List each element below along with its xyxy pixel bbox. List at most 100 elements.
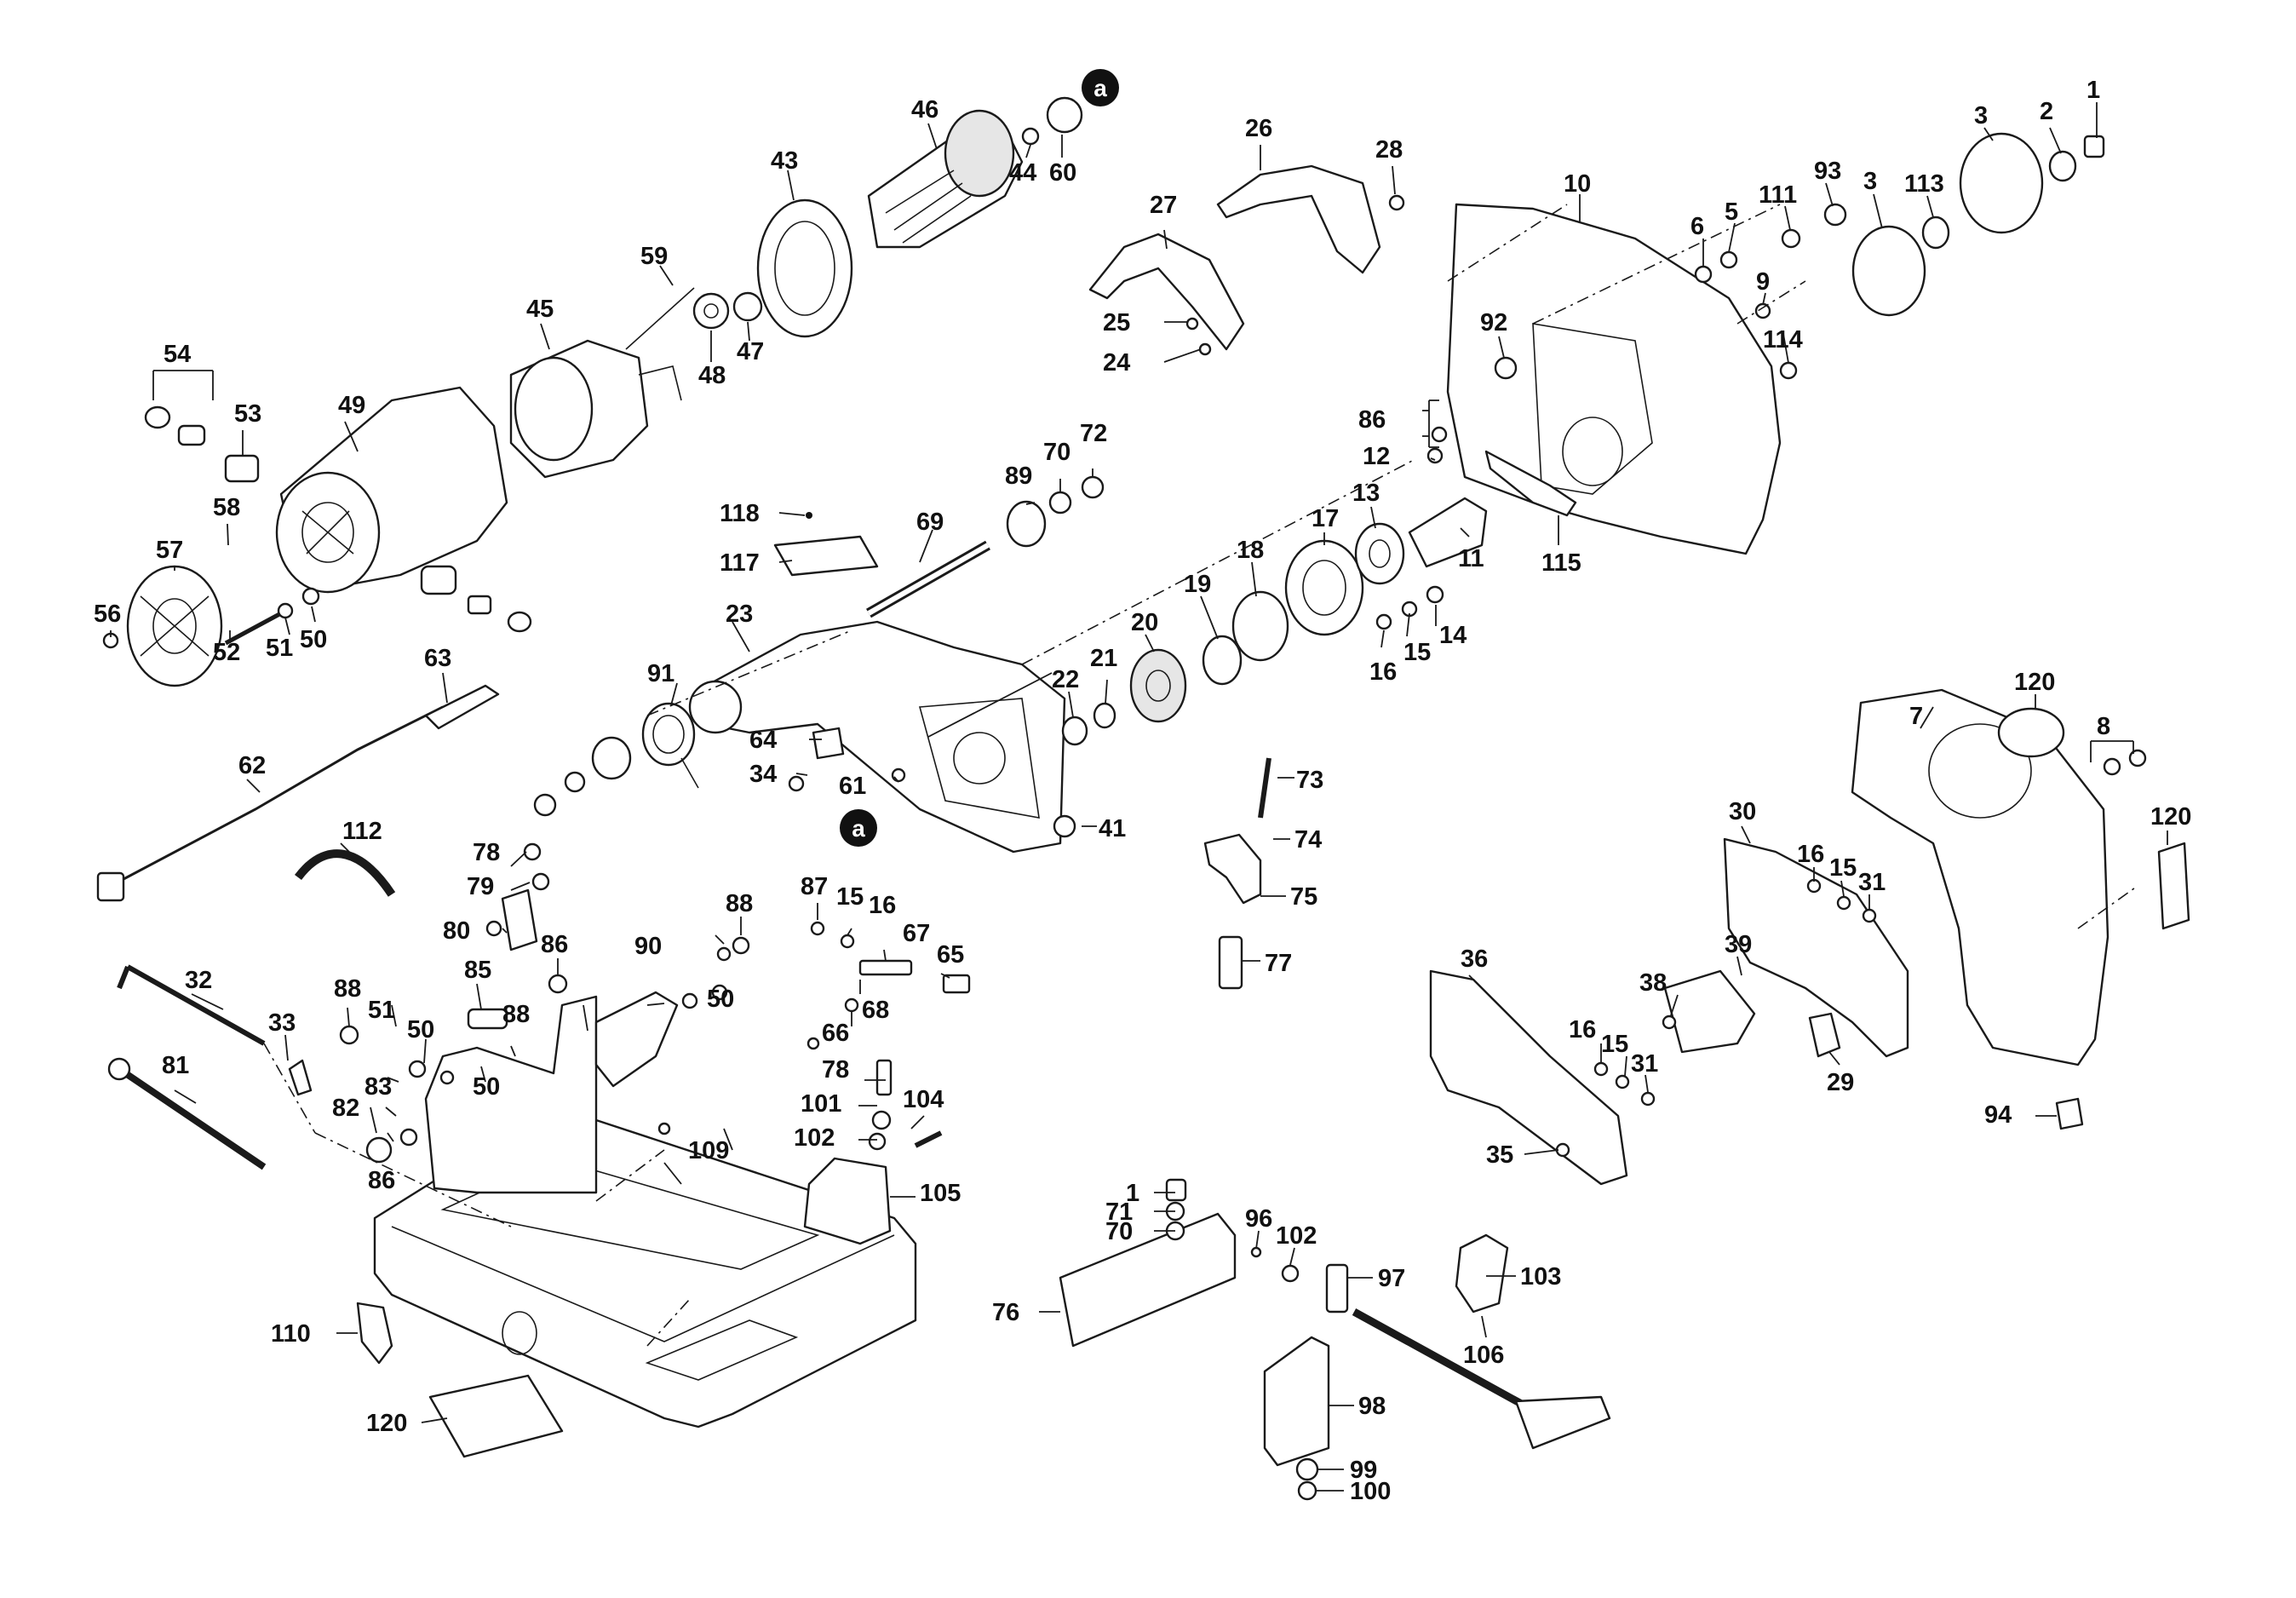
brush-holders: [144, 405, 532, 633]
label-57: 57: [156, 537, 183, 564]
label-70-bottom: 70: [1105, 1218, 1133, 1245]
label-16-upper: 16: [1797, 841, 1824, 868]
label-90: 90: [634, 933, 662, 960]
fixed-blade-guard: [1446, 203, 1782, 555]
label-88-mid: 88: [502, 1001, 530, 1028]
label-56: 56: [94, 601, 121, 628]
label-91: 91: [647, 660, 674, 687]
vise-spindle: [1325, 1263, 1611, 1450]
label-105: 105: [920, 1180, 961, 1207]
label-113: 113: [1904, 170, 1944, 198]
label-85: 85: [464, 957, 491, 984]
label-29: 29: [1827, 1069, 1854, 1096]
assembly-axis-lines: [263, 204, 2138, 1347]
label-79: 79: [467, 873, 494, 900]
label-100: 100: [1350, 1478, 1391, 1505]
label-118: 118: [720, 500, 760, 527]
label-120-base: 120: [366, 1410, 407, 1437]
leader-lines: [110, 102, 2168, 1492]
label-39: 39: [1725, 931, 1752, 958]
label-109: 109: [688, 1137, 729, 1164]
part-number-labels: 1 2 3 3 113 93 111 5 6 9 114 10 92 86 12…: [94, 77, 2191, 1505]
end-cap: [126, 565, 223, 687]
label-86-right: 86: [1358, 406, 1386, 434]
label-77: 77: [1265, 950, 1292, 977]
label-21: 21: [1090, 645, 1117, 672]
label-59: 59: [640, 243, 668, 270]
miter-handle: [1203, 757, 1271, 990]
label-16-mid: 16: [869, 892, 896, 919]
base-foot: [356, 1302, 393, 1365]
label-6: 6: [1690, 213, 1704, 240]
svg-text:a: a: [1093, 75, 1107, 101]
label-45: 45: [526, 296, 554, 323]
label-99: 99: [1350, 1457, 1377, 1484]
label-87: 87: [801, 873, 828, 900]
label-17: 17: [1312, 505, 1339, 532]
label-120-round: 120: [2014, 669, 2055, 696]
label-64: 64: [749, 727, 777, 754]
gasket: [773, 512, 879, 577]
pivot-bracket: [424, 995, 598, 1194]
label-73: 73: [1296, 767, 1323, 794]
label-111: 111: [1759, 181, 1797, 209]
label-88-right: 88: [726, 890, 753, 917]
label-1-bottom: 1: [1126, 1180, 1139, 1207]
label-78-top: 78: [473, 839, 500, 866]
screws-left: [102, 587, 320, 649]
reference-marker-a-mid: a: [840, 809, 877, 847]
switch-cover: [1808, 1012, 1841, 1058]
label-3-right: 3: [1974, 102, 1988, 129]
label-54: 54: [164, 341, 191, 368]
label-48: 48: [698, 362, 726, 389]
label-117: 117: [720, 549, 760, 577]
label-20: 20: [1131, 609, 1158, 636]
bearings-47-48: [625, 287, 763, 350]
label-15-lower: 15: [1601, 1031, 1628, 1058]
label-103: 103: [1520, 1263, 1561, 1290]
label-74: 74: [1294, 826, 1322, 854]
label-16-spindle: 16: [1369, 658, 1397, 686]
fan-baffle: [756, 198, 853, 338]
svg-text:a: a: [852, 815, 865, 842]
base-label: [428, 1374, 564, 1458]
vise-jaw: [1263, 1336, 1330, 1467]
carry-handles: [1088, 164, 1381, 351]
label-23: 23: [726, 601, 753, 628]
label-19: 19: [1184, 571, 1211, 598]
label-32: 32: [185, 967, 212, 994]
label-51-top: 51: [266, 635, 293, 662]
label-16-lower: 16: [1569, 1016, 1596, 1043]
outer-guard-cover: [1429, 969, 1628, 1186]
label-15-upper: 15: [1829, 854, 1857, 882]
label-13: 13: [1352, 480, 1380, 507]
motor-housing: [275, 386, 508, 594]
label-65: 65: [937, 941, 964, 969]
label-51-left: 51: [368, 997, 395, 1024]
label-8: 8: [2097, 713, 2110, 740]
label-94: 94: [1984, 1101, 2012, 1129]
label-41: 41: [1099, 815, 1126, 842]
label-15-mid: 15: [836, 883, 864, 911]
label-120-square: 120: [2150, 803, 2191, 831]
label-36: 36: [1461, 946, 1488, 973]
label-92: 92: [1480, 309, 1507, 336]
label-33: 33: [268, 1009, 296, 1037]
label-67: 67: [903, 920, 930, 947]
label-15-spindle: 15: [1403, 639, 1431, 666]
inner-guard-cover: [1723, 837, 1909, 1058]
label-110: 110: [271, 1320, 311, 1348]
label-102-right: 102: [1276, 1222, 1317, 1250]
label-97: 97: [1378, 1265, 1405, 1292]
label-86-mid: 86: [541, 931, 568, 958]
blade-flanges: [1781, 132, 2105, 317]
label-50-right: 50: [707, 986, 734, 1013]
label-104: 104: [903, 1086, 944, 1113]
label-18: 18: [1237, 537, 1264, 564]
label-1-top: 1: [2086, 77, 2100, 104]
part-drawings: [96, 96, 2190, 1501]
label-26: 26: [1245, 115, 1272, 142]
power-cord: [96, 684, 500, 902]
label-101: 101: [801, 1090, 841, 1118]
label-34: 34: [749, 761, 777, 788]
